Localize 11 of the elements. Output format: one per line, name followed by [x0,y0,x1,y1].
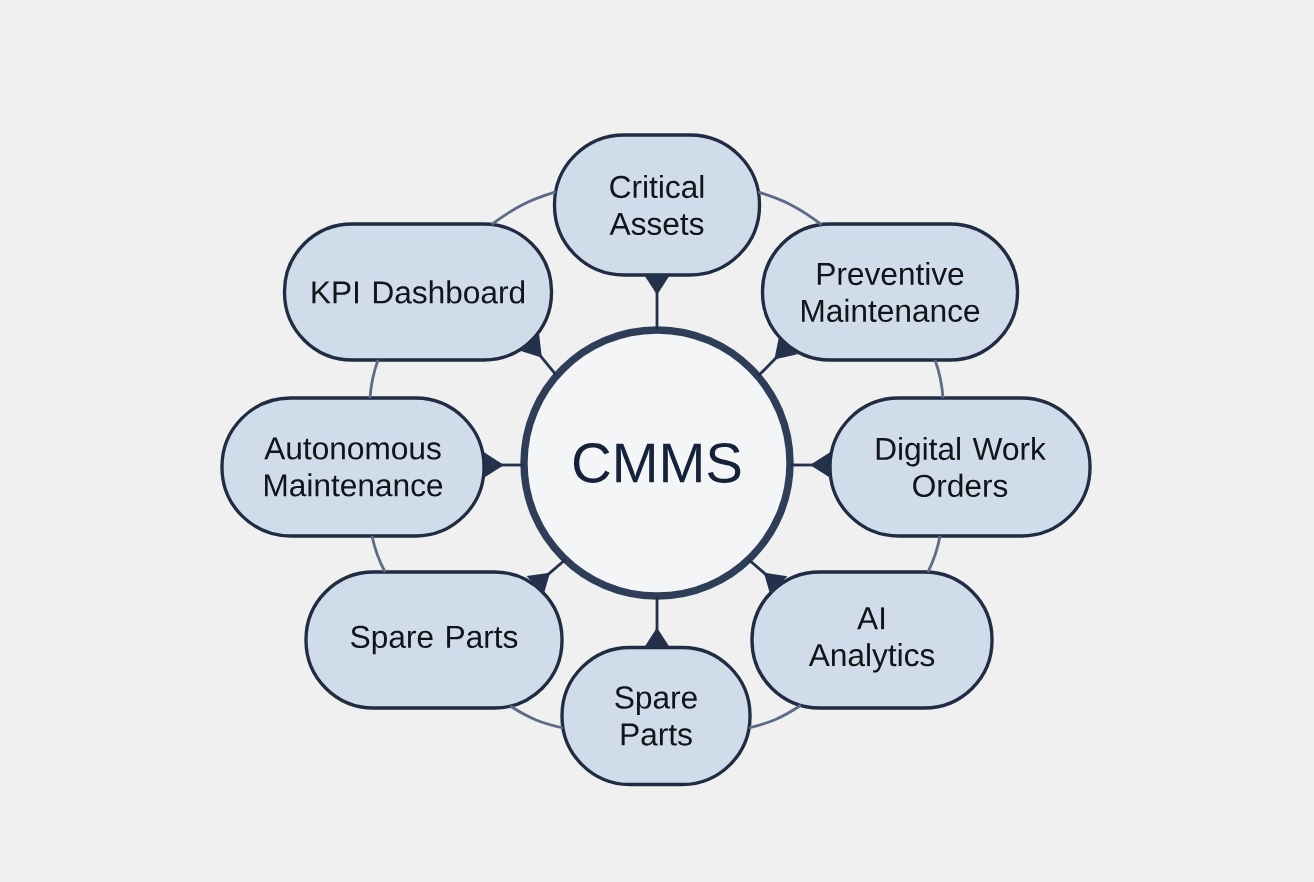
connector-line [757,190,823,226]
pill-node: KPI Dashboard [282,222,554,362]
pill-node: Spare Parts [560,645,752,787]
pill-node: Critical Assets [552,133,762,277]
connector-line [370,535,387,573]
connector-line [933,359,945,399]
connector-line [926,535,942,573]
connector-line [748,704,802,730]
connector-line [490,190,557,226]
connector-line [509,704,564,730]
connector-line [368,359,380,399]
